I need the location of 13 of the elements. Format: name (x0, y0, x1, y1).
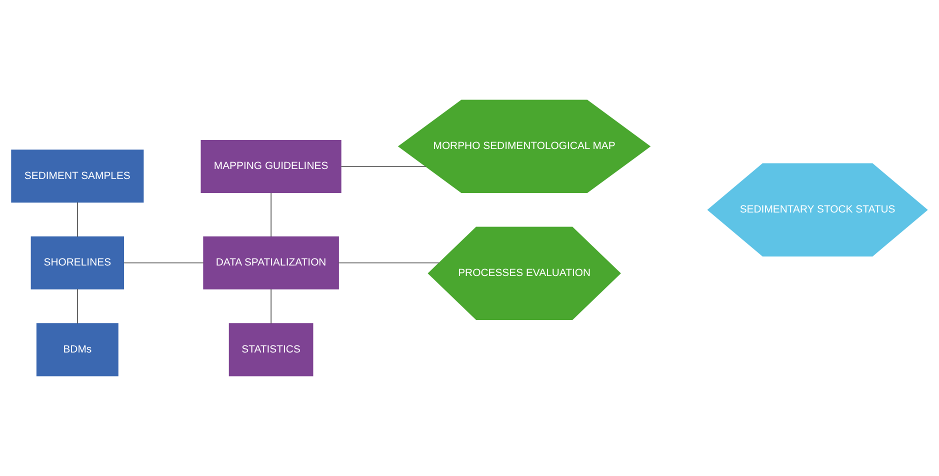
node-box: DATA SPATIALIZATION (203, 236, 339, 290)
node-box: BDMs (36, 323, 118, 376)
connector (338, 262, 440, 264)
connector (77, 202, 78, 238)
node-box: SEDIMENT SAMPLES (11, 150, 144, 203)
node-box: STATISTICS (228, 323, 314, 376)
node-box: MAPPING GUIDELINES (200, 140, 342, 193)
connector (270, 288, 272, 324)
connector (340, 166, 426, 167)
node-box: SHORELINES (30, 236, 124, 290)
connector (123, 262, 204, 264)
connector (270, 192, 272, 237)
connector (77, 288, 78, 324)
